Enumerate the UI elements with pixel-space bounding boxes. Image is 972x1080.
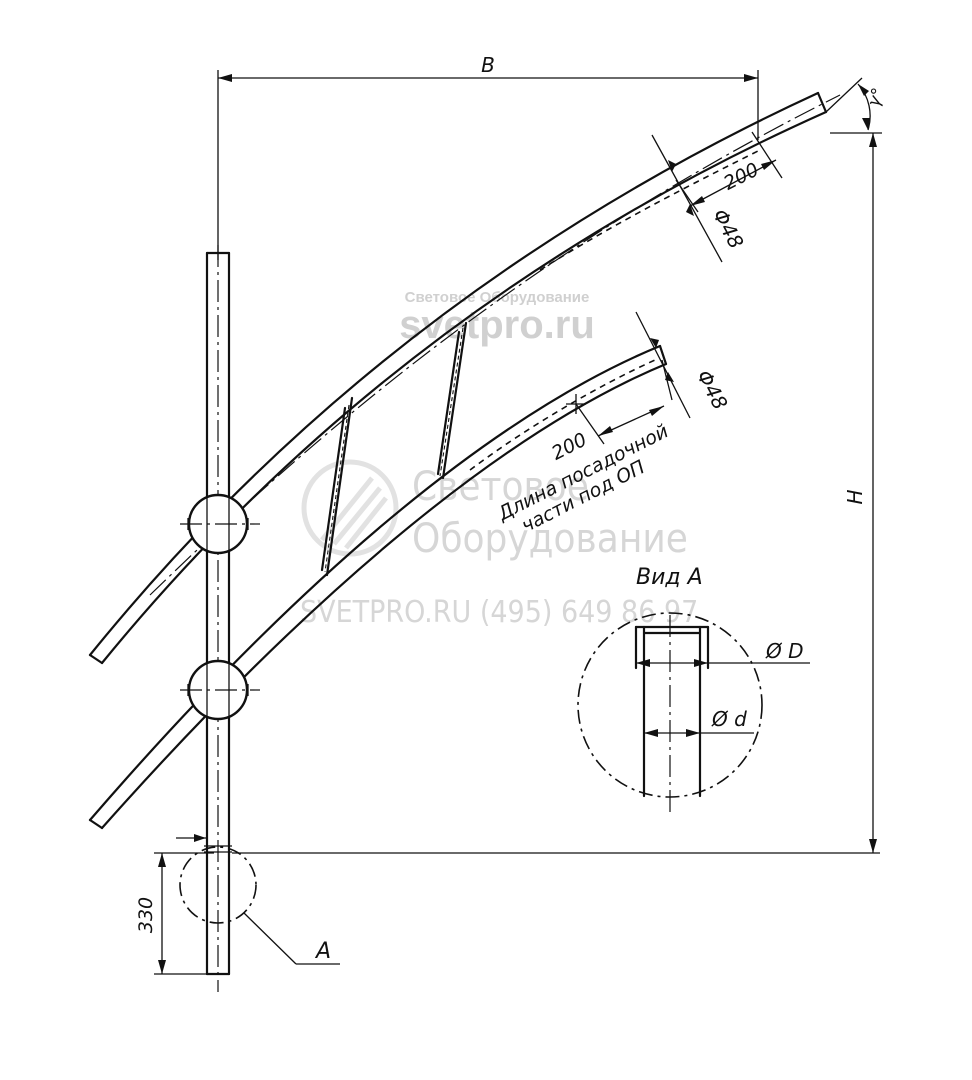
dimension-330: 330 <box>135 834 214 975</box>
angle-gamma: γ° <box>825 77 889 131</box>
cross-brace-2 <box>436 321 468 480</box>
dimension-200-top: 200 <box>675 131 783 213</box>
angle-label: γ° <box>864 85 889 109</box>
view-a-detail: Вид А Ø D Ø d <box>577 565 810 815</box>
dia-big-d-label: Ø D <box>765 639 804 663</box>
view-a-title: Вид А <box>636 565 703 590</box>
vertical-post <box>204 245 232 992</box>
watermark-site: svetpro.ru <box>399 303 595 347</box>
dimension-b: B <box>217 53 759 260</box>
diameter-48-lower: Φ48 <box>635 311 733 419</box>
watermark-logo-icon <box>301 459 399 557</box>
dia-48-top-label: Φ48 <box>708 205 749 253</box>
dim-h-label: H <box>843 489 867 504</box>
clamp-lower <box>180 659 260 721</box>
cross-brace-1 <box>320 396 354 577</box>
dimension-h: H <box>232 132 882 854</box>
dim-200-top-label: 200 <box>720 159 762 195</box>
clamp-upper <box>180 493 260 555</box>
callout-a: А <box>179 846 340 965</box>
watermark-phone: SVETPRO.RU (495) 649 86 97 <box>300 595 698 630</box>
watermark-brand-2: Оборудование <box>412 516 688 562</box>
lower-arm <box>88 344 668 830</box>
dim-b-label: B <box>481 53 495 77</box>
dim-330-label: 330 <box>135 897 157 933</box>
dia-small-d-label: Ø d <box>711 707 747 731</box>
callout-a-label: А <box>314 939 331 964</box>
dia-48-lower-label: Φ48 <box>692 366 733 414</box>
watermark: Световое Оборудование svetpro.ru Светово… <box>300 289 698 630</box>
